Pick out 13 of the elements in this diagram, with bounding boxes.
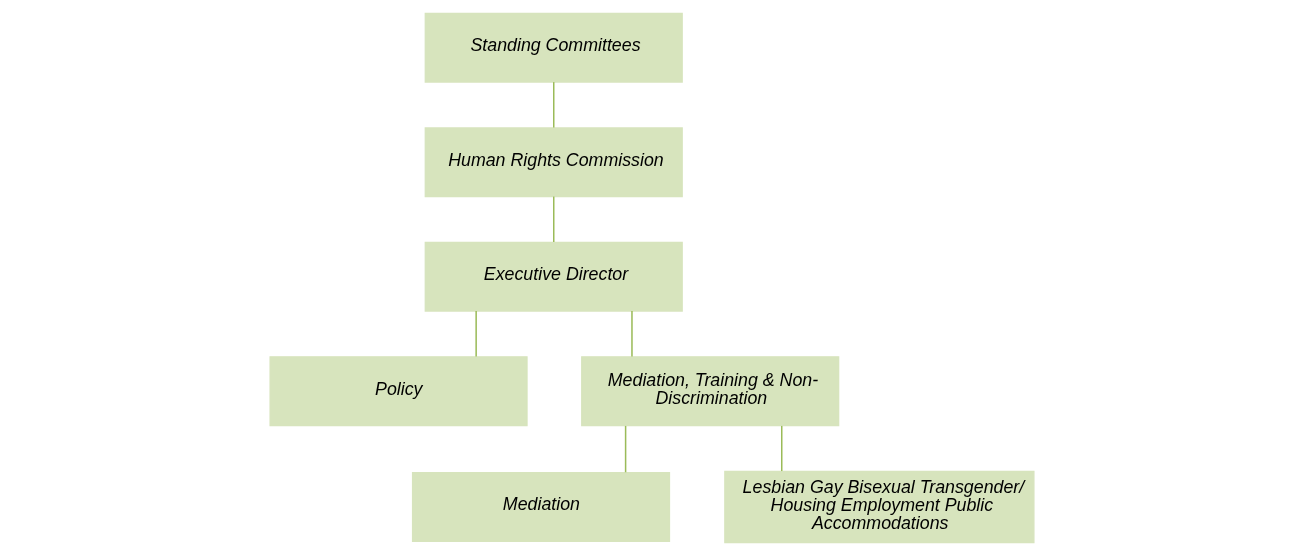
connector	[780, 425, 783, 472]
node-box: Executive Director	[424, 241, 683, 312]
connector	[552, 195, 555, 243]
connector	[475, 310, 477, 358]
node-box: Lesbian Gay Bisexual Transgender/ Housing Employment Public Accommodations	[724, 470, 1035, 544]
node-box: Policy	[269, 356, 528, 427]
connector	[631, 310, 633, 358]
node-box: Standing Committees	[424, 12, 683, 83]
connector	[552, 81, 555, 129]
node-box: Human Rights Commission	[424, 127, 683, 198]
node-box: Mediation, Training & Non-Discrimination	[581, 356, 840, 427]
node-box: Mediation	[411, 471, 671, 542]
connector	[624, 425, 627, 474]
